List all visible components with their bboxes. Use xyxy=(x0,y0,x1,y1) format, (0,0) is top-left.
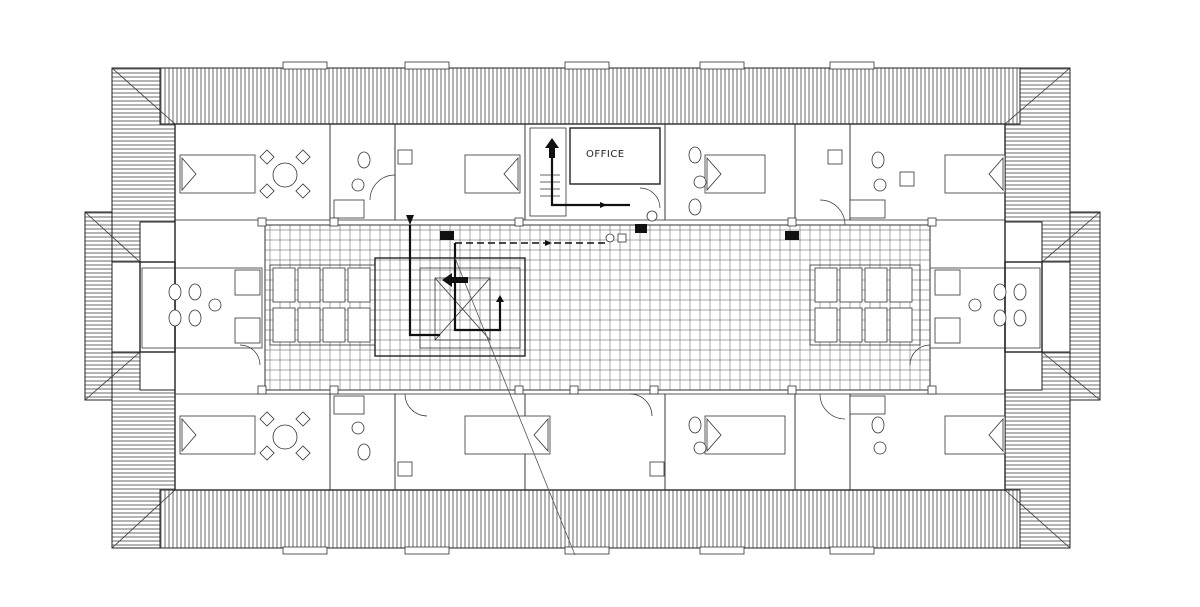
locker-bank-left xyxy=(269,264,376,346)
tables xyxy=(259,149,311,461)
beds xyxy=(179,154,1006,455)
evacuation-route xyxy=(408,150,630,556)
room-bathroom-fixtures xyxy=(333,146,915,477)
top-rooms xyxy=(174,123,1006,221)
locker-bank-right xyxy=(809,264,921,346)
fire-extinguisher-icon xyxy=(440,224,799,240)
corridor-floor xyxy=(264,224,931,391)
office-label: OFFICE xyxy=(586,149,625,160)
column-markers xyxy=(257,217,937,395)
side-bathroom-left xyxy=(141,267,263,349)
emergency-light-icon xyxy=(605,210,658,243)
side-bathroom-right xyxy=(929,267,1041,349)
roof xyxy=(84,61,1101,555)
exit-arrow-icon xyxy=(406,138,607,302)
office: OFFICE xyxy=(529,127,661,217)
door-swings xyxy=(239,174,931,420)
